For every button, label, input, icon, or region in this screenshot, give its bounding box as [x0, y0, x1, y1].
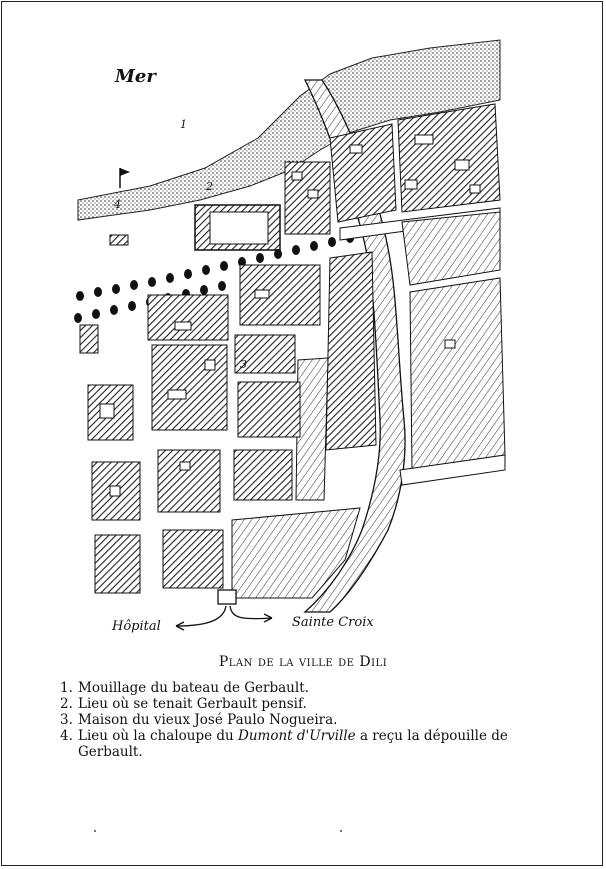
ship-name: Dumont d'Urville: [238, 728, 356, 744]
speck: [340, 830, 342, 832]
legend-text-part: Lieu où la chaloupe du: [78, 728, 239, 744]
small-building: [79, 324, 99, 354]
marker-4: 4: [113, 198, 121, 211]
map-caption: Plan de la ville de Dili: [0, 654, 606, 670]
field-riverside: [295, 357, 329, 501]
block: [234, 334, 296, 374]
sea-label: Mer: [114, 66, 157, 87]
legend-text: Maison du vieux José Paulo Nogueira.: [78, 712, 338, 728]
arrow-right: [229, 605, 273, 620]
shoreline-beach: [77, 39, 501, 221]
building: [167, 389, 187, 400]
legend-number: 1.: [60, 680, 73, 696]
building: [109, 234, 129, 246]
block: [239, 264, 321, 326]
building: [469, 184, 481, 194]
legend-list: 1. Mouillage du bateau de Gerbault. 2. L…: [60, 680, 540, 760]
building: [291, 171, 303, 181]
courtyard: [209, 211, 269, 245]
building: [414, 134, 434, 145]
legend-item: 1. Mouillage du bateau de Gerbault.: [60, 680, 540, 696]
field-east-1: [401, 211, 501, 286]
arrow-left-head: [175, 621, 185, 631]
building: [179, 461, 191, 471]
building: [307, 189, 319, 199]
field-east-2: [409, 277, 506, 471]
building: [454, 159, 470, 171]
building: [174, 321, 192, 331]
caption-text: Plan de la ville de Dili: [218, 654, 388, 670]
block-east-2: [397, 103, 501, 213]
legend-item: 3. Maison du vieux José Paulo Nogueira.: [60, 712, 540, 728]
sainte-croix-label: Sainte Croix: [292, 615, 374, 630]
arrow-right-head: [263, 613, 273, 623]
building: [254, 289, 270, 299]
legend-item: 2. Lieu où se tenait Gerbault pensif.: [60, 696, 540, 712]
block-east-1: [329, 123, 397, 223]
flag-icon: [120, 168, 130, 176]
building: [109, 485, 121, 497]
block: [94, 534, 141, 594]
block: [151, 344, 228, 431]
building: [99, 403, 115, 419]
legend-text: Lieu où se tenait Gerbault pensif.: [78, 696, 307, 712]
block-riverside: [325, 251, 377, 451]
building: [204, 359, 216, 371]
legend-text: Lieu où la chaloupe du Dumont d'Urville …: [78, 728, 540, 760]
block: [237, 381, 301, 438]
building: [444, 339, 456, 349]
gate-structure: [217, 589, 237, 605]
block: [147, 294, 229, 341]
legend-number: 2.: [60, 696, 73, 712]
block: [157, 449, 221, 513]
legend-text: Mouillage du bateau de Gerbault.: [78, 680, 309, 696]
legend-number: 3.: [60, 712, 73, 728]
building: [349, 144, 363, 154]
marker-1: 1: [180, 118, 187, 131]
field-south: [231, 507, 361, 599]
block: [162, 529, 224, 589]
legend-text-part: a reçu la dépouille de Gerbault.: [78, 728, 508, 760]
road-east: [399, 454, 506, 486]
building: [404, 179, 418, 190]
arrow-left: [175, 605, 227, 627]
marker-2: 2: [205, 180, 213, 193]
hospital-label: Hôpital: [111, 619, 161, 634]
legend-number: 4.: [60, 728, 73, 744]
legend-item: 4. Lieu où la chaloupe du Dumont d'Urvil…: [60, 728, 540, 760]
speck: [94, 830, 96, 832]
marker-3: 3: [240, 358, 247, 371]
town-map: Mer 1 4 2 3: [74, 39, 506, 634]
block: [233, 449, 293, 501]
